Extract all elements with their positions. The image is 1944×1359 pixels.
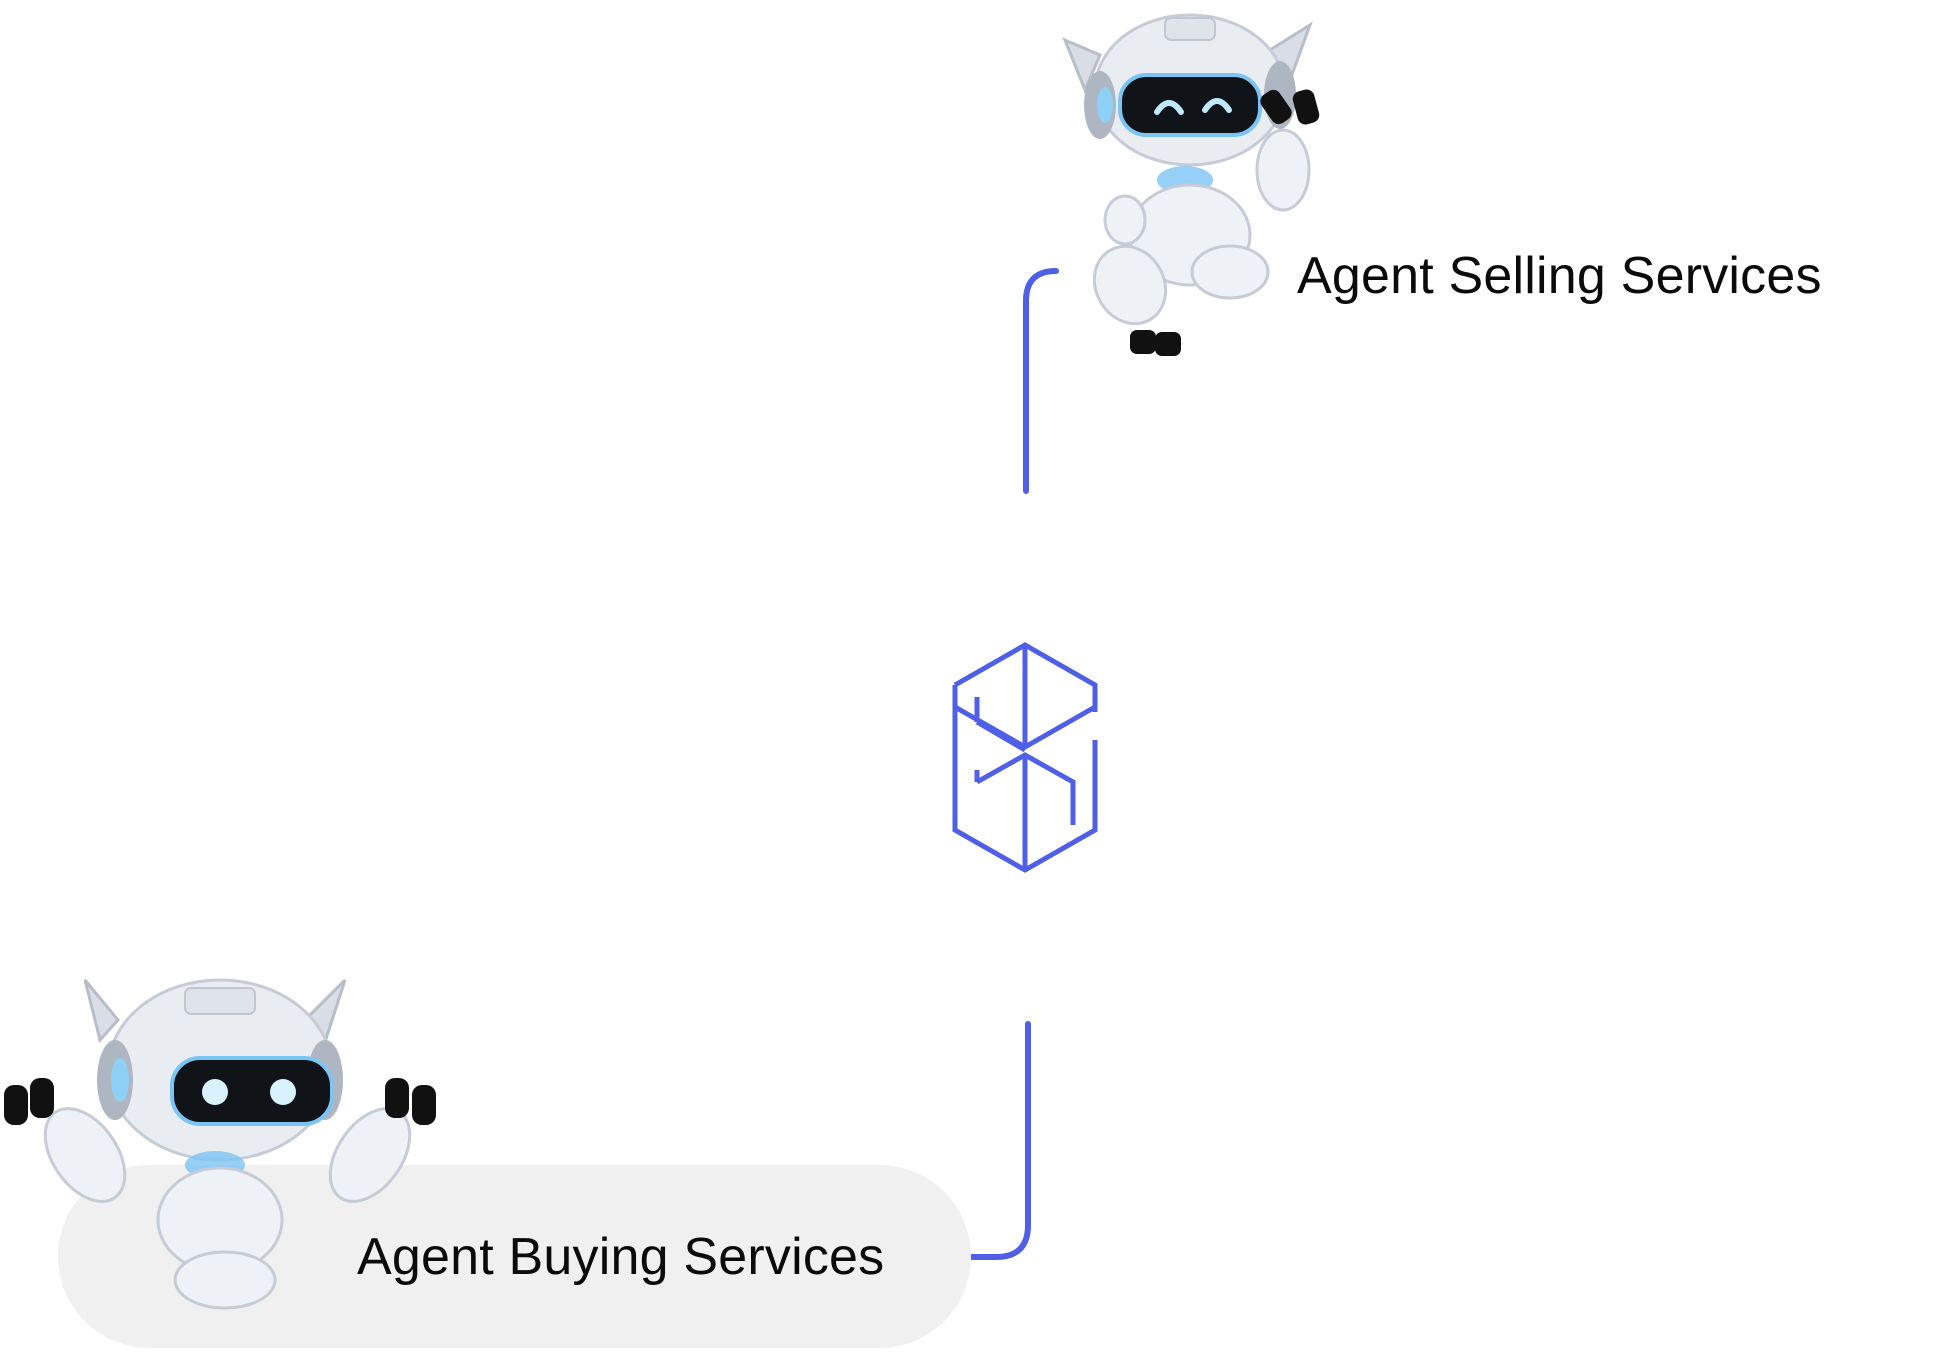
seller-connector-line [1023,268,1059,494]
buyer-connector-line [969,1021,1031,1260]
buyer-label: Agent Buying Services [357,1228,885,1286]
cube-logo-icon [952,642,1098,873]
seller-label: Agent Selling Services [1297,247,1822,305]
robot-cheering-icon [4,978,436,1310]
robot-waving-icon [1062,13,1320,356]
